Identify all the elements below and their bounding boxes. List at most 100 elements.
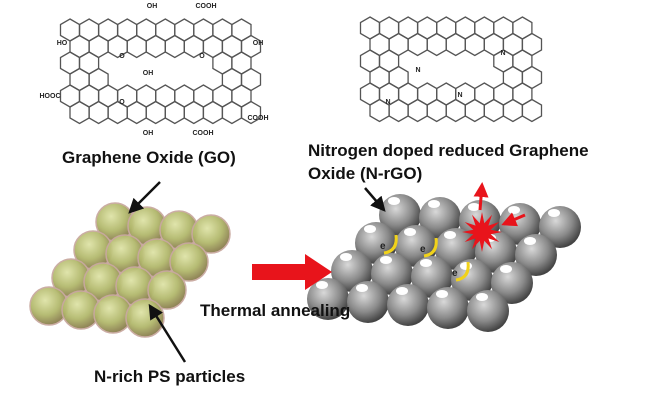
hexagon-ring xyxy=(407,32,428,57)
functional-group-label: OH xyxy=(143,130,154,137)
annealing-arrow xyxy=(252,254,332,290)
nitrogen-atom-label: N xyxy=(457,92,462,99)
hollow-sphere xyxy=(419,197,461,239)
hollow-sphere xyxy=(331,250,373,292)
functional-group-label: O xyxy=(199,53,205,60)
hollow-sphere xyxy=(379,194,421,236)
nrgo-particle-array: e e e xyxy=(307,182,581,332)
sphere-hole xyxy=(404,228,416,236)
hexagon-ring xyxy=(126,100,147,125)
functional-group-label: HO xyxy=(57,40,68,47)
electron-label: e xyxy=(420,244,426,255)
hollow-sphere xyxy=(371,253,413,295)
sphere-hole xyxy=(444,231,456,239)
hexagon-ring xyxy=(145,34,166,59)
hollow-sphere xyxy=(307,278,349,320)
nrgo-pointer-arrow xyxy=(364,187,386,212)
sphere-hole xyxy=(388,197,400,205)
sphere-hole xyxy=(468,203,480,211)
hexagon-ring xyxy=(502,98,524,123)
electron-path-icon xyxy=(383,234,398,255)
thermal-annealing-label: Thermal annealing xyxy=(200,301,351,320)
hexagon-ring xyxy=(464,32,485,57)
hexagon-ring xyxy=(69,100,90,125)
hexagon-ring xyxy=(202,100,224,125)
nrgo-structure: N N N N xyxy=(359,16,543,123)
hollow-sphere xyxy=(515,234,557,276)
go-pointer-arrow xyxy=(128,181,161,214)
ps-sphere xyxy=(191,214,231,254)
nrgo-label-line1: Nitrogen doped reduced Graphene xyxy=(308,141,589,160)
ps-sphere xyxy=(169,242,209,282)
hexagon-ring xyxy=(521,98,543,123)
sphere-hole xyxy=(340,253,352,261)
sphere-hole xyxy=(548,209,560,217)
hollow-sphere xyxy=(427,287,469,329)
sphere-hole xyxy=(524,237,536,245)
release-arrow xyxy=(473,182,489,211)
hexagon-ring xyxy=(221,100,243,125)
sphere-hole xyxy=(316,281,328,289)
hexagon-ring xyxy=(240,100,262,125)
sphere-hole xyxy=(428,200,440,208)
functional-group-label: OH xyxy=(143,70,154,77)
sphere-hole xyxy=(380,256,392,264)
ps-particles-label: N-rich PS particles xyxy=(94,367,246,386)
hexagon-ring xyxy=(145,100,166,125)
hexagon-ring xyxy=(88,100,109,125)
sphere-hole xyxy=(476,293,488,301)
functional-group-label: O xyxy=(119,99,125,106)
graphene-oxide-structure: OH COOH HO OH O O OH HOOC O COOH OH COOH xyxy=(40,3,269,137)
hexagon-ring xyxy=(483,98,505,123)
ps-particle-array xyxy=(29,202,231,338)
hexagon-ring xyxy=(426,32,447,57)
sphere-hole xyxy=(500,265,512,273)
hexagon-ring xyxy=(407,98,428,123)
hexagon-ring xyxy=(445,32,466,57)
hexagon-ring xyxy=(426,98,447,123)
nitrogen-atom-label: N xyxy=(500,50,505,57)
electron-path-icon xyxy=(423,237,438,258)
nrgo-label-line2: Oxide (N-rGO) xyxy=(308,164,423,183)
hollow-sphere xyxy=(467,290,509,332)
sphere-hole xyxy=(436,290,448,298)
functional-group-label: HOOC xyxy=(40,93,61,100)
functional-group-label: COOH xyxy=(196,3,217,10)
functional-group-label: COOH xyxy=(248,115,269,122)
sphere-hole xyxy=(420,259,432,267)
ps-pointer-arrow xyxy=(148,303,187,363)
sphere-hole xyxy=(364,225,376,233)
hollow-sphere xyxy=(451,259,493,301)
electron-path-icon xyxy=(455,261,470,282)
hexagon-ring xyxy=(183,100,205,125)
hollow-sphere xyxy=(347,281,389,323)
hollow-sphere xyxy=(387,284,429,326)
sphere-hole xyxy=(508,206,520,214)
hexagon-ring xyxy=(464,98,485,123)
nitrogen-atom-label: N xyxy=(385,99,390,106)
functional-group-label: OH xyxy=(147,3,158,10)
hexagon-ring xyxy=(164,34,185,59)
hexagon-ring xyxy=(126,34,147,59)
hollow-sphere xyxy=(491,262,533,304)
sphere-hole xyxy=(396,287,408,295)
hollow-sphere xyxy=(411,256,453,298)
electron-label: e xyxy=(380,241,386,252)
explosion-star-icon xyxy=(462,212,502,252)
functional-group-label: O xyxy=(119,53,125,60)
sphere-hole xyxy=(460,262,472,270)
hexagon-ring xyxy=(164,100,185,125)
electron-label: e xyxy=(452,268,458,279)
hollow-sphere xyxy=(435,228,477,270)
functional-group-label: COOH xyxy=(193,130,214,137)
hexagon-ring xyxy=(388,98,409,123)
ps-sphere xyxy=(147,270,187,310)
hollow-sphere xyxy=(539,206,581,248)
functional-group-label: OH xyxy=(253,40,264,47)
go-label: Graphene Oxide (GO) xyxy=(62,148,236,167)
sphere-hole xyxy=(356,284,368,292)
nitrogen-atom-label: N xyxy=(415,67,420,74)
release-arrow xyxy=(501,212,526,227)
